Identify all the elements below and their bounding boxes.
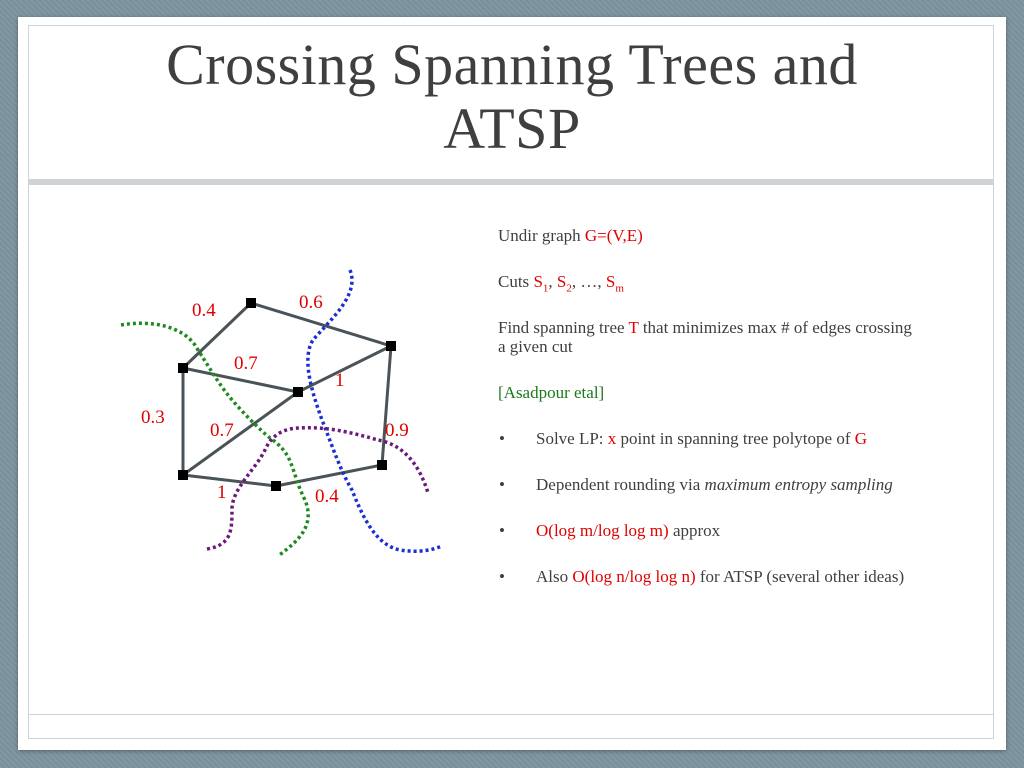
text-span: Also: [536, 567, 573, 586]
graph-edge: [181, 301, 253, 370]
lp-point-symbol: x: [607, 429, 617, 448]
bullet-icon: •: [499, 475, 505, 494]
approx-bound: O(log n/log log n): [572, 567, 696, 586]
title-line-1: Crossing Spanning Trees and: [166, 32, 858, 97]
edge-weight-label: 1: [335, 370, 345, 391]
text-span: Undir graph: [498, 226, 585, 245]
text-span: Find spanning tree: [498, 318, 629, 337]
graph-vertex: [377, 460, 387, 470]
graph-edge: [296, 344, 393, 394]
cut-purple: [206, 425, 430, 551]
graph-vertex: [178, 363, 188, 373]
title-line-2: ATSP: [443, 96, 581, 161]
graph-symbol: G: [854, 429, 868, 448]
text-span: that minimizes max # of edges crossing a…: [498, 318, 912, 356]
cut-symbol: S2: [556, 272, 572, 295]
edge-weight-label: 0.4: [192, 300, 216, 321]
text-span: , …,: [571, 272, 606, 291]
title-divider: [28, 179, 994, 185]
graph-vertex: [293, 387, 303, 397]
text-span: Cuts: [498, 272, 534, 291]
slide-title: Crossing Spanning Trees and ATSP: [18, 33, 1006, 161]
edge-weight-label: 0.6: [299, 292, 323, 313]
edge-weight-label: 0.3: [141, 407, 165, 428]
graph-edge: [380, 344, 393, 467]
reference-citation: [Asadpour etal]: [498, 383, 605, 402]
graph-edge: [181, 366, 300, 394]
graph-vertex: [246, 298, 256, 308]
graph-edge: [274, 463, 384, 488]
cuts-definition: Cuts S1, S2, …, Sm: [498, 272, 918, 295]
text-span: Solve LP:: [536, 429, 608, 448]
footer-divider: [28, 714, 994, 715]
graph-edge: [181, 390, 300, 477]
bullet-icon: •: [499, 429, 505, 448]
graph-edge: [181, 473, 278, 488]
approx-bound: O(log m/log log m): [536, 521, 669, 540]
edge-weight-label: 0.9: [385, 420, 409, 441]
edge-weight-label: 1: [217, 482, 227, 503]
tree-symbol: T: [628, 318, 639, 337]
bullet-icon: •: [499, 521, 505, 540]
text-span: for ATSP (several other ideas): [695, 567, 905, 586]
edge-weight-label: 0.4: [315, 486, 339, 507]
bullet-item: • Also O(log n/log log n) for ATSP (sever…: [498, 567, 918, 586]
text-span: ,: [548, 272, 557, 291]
bullet-item: • Dependent rounding via maximum entropy …: [498, 475, 918, 494]
cut-symbol: Sm: [605, 272, 624, 295]
edge-weight-label: 0.7: [210, 420, 234, 441]
bullet-icon: •: [499, 567, 505, 586]
graph-vertices: [178, 298, 396, 491]
slide-frame: [28, 25, 994, 739]
slide-content: Undir graph G=(V,E) Cuts S1, S2, …, Sm F…: [498, 226, 918, 613]
graph-edge: [249, 301, 393, 348]
problem-statement: Find spanning tree T that minimizes max …: [498, 318, 918, 356]
text-span: Dependent rounding via: [536, 475, 705, 494]
bullet-item: • O(log m/log log m) approx: [498, 521, 918, 540]
graph-vertex: [386, 341, 396, 351]
graph-symbol: G=(V,E): [584, 226, 643, 245]
text-span: point in spanning tree polytope of: [616, 429, 855, 448]
edge-weight-label: 0.7: [234, 353, 258, 374]
bullet-item: • Solve LP: x point in spanning tree poly…: [498, 429, 918, 448]
graph-definition: Undir graph G=(V,E): [498, 226, 918, 245]
cut-symbol: S1: [533, 272, 549, 295]
cut-blue: [306, 269, 443, 553]
emphasis-text: maximum entropy sampling: [704, 475, 893, 494]
graph-vertex: [271, 481, 281, 491]
graph-vertex: [178, 470, 188, 480]
graph-edges: [181, 301, 393, 488]
text-span: approx: [668, 521, 721, 540]
